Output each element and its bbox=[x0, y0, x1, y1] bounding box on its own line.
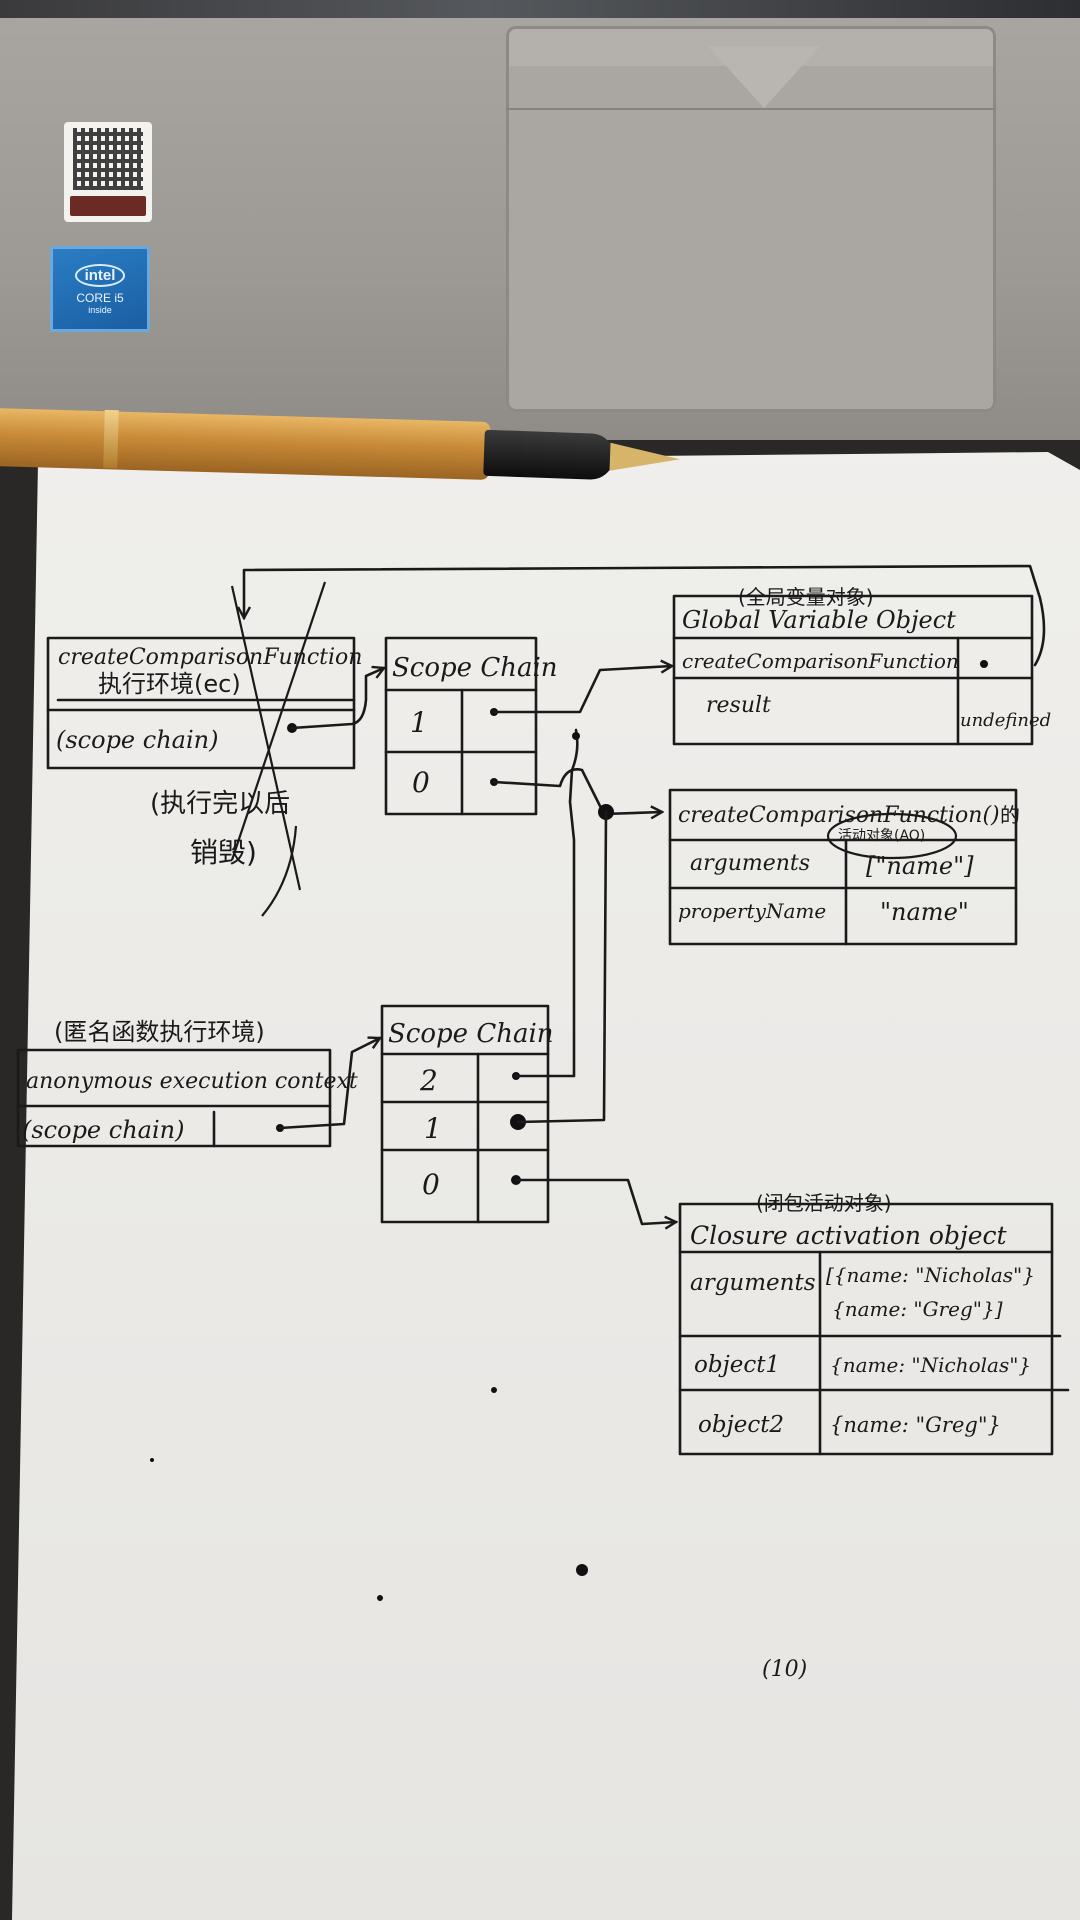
sticker-label bbox=[70, 196, 146, 216]
scope-to-global-arrow bbox=[492, 666, 672, 714]
context-title: createComparisonFunction bbox=[58, 645, 362, 670]
global-title: Global Variable Object bbox=[682, 606, 956, 634]
global-key: createComparisonFunction bbox=[682, 649, 959, 673]
ink-speck bbox=[576, 1564, 588, 1576]
closure-key: object2 bbox=[698, 1412, 784, 1438]
anon-scope-slot: (scope chain) bbox=[22, 1116, 184, 1144]
execution-context-box: createComparisonFunction 执行环境(ec) (scope… bbox=[46, 581, 362, 917]
scope1-to-activation-line bbox=[516, 810, 608, 1124]
activation-title-suffix: 的 bbox=[1000, 803, 1020, 827]
ink-speck bbox=[491, 1387, 497, 1393]
scope-index: 1 bbox=[424, 1112, 442, 1145]
closure-value: [{name: "Nicholas"} bbox=[826, 1263, 1035, 1287]
return-arrow bbox=[244, 564, 1046, 667]
destroy-note: 销毁) bbox=[190, 836, 257, 869]
closure-value: {name: "Greg"} bbox=[830, 1413, 1001, 1437]
closure-value: {name: "Nicholas"} bbox=[830, 1353, 1031, 1377]
laptop-surface: intel CORE i5 inside bbox=[0, 0, 1080, 440]
anon-to-scopechain-arrow bbox=[278, 1038, 380, 1130]
scope-to-activation-arrow bbox=[492, 768, 662, 814]
destroy-note: (执行完以后 bbox=[150, 789, 290, 819]
activation-key: arguments bbox=[690, 851, 810, 876]
closure-value: {name: "Greg"}] bbox=[832, 1297, 1003, 1321]
global-variable-object: (全局变量对象) Global Variable Object createCo… bbox=[672, 585, 1051, 746]
strike-line bbox=[230, 585, 302, 891]
anonymous-context-box: (匿名函数执行环境) anonymous execution context (… bbox=[16, 1018, 358, 1148]
global-key: result bbox=[706, 693, 771, 718]
scope-chain-header: Scope Chain bbox=[392, 653, 558, 683]
note-bracket bbox=[261, 825, 298, 917]
context-scope-slot: (scope chain) bbox=[56, 726, 218, 754]
scope-index: 0 bbox=[412, 766, 430, 799]
context-title-cn: 执行环境(ec) bbox=[98, 670, 241, 698]
closure-key: arguments bbox=[690, 1270, 816, 1296]
qr-code-icon bbox=[73, 128, 143, 190]
qr-code-sticker bbox=[64, 122, 152, 222]
activation-object: createComparisonFunction() 的 活动对象(AO) ar… bbox=[668, 788, 1020, 946]
global-value: undefined bbox=[960, 710, 1051, 731]
context-to-scopechain-arrow bbox=[290, 668, 384, 730]
scope-chain-header: Scope Chain bbox=[388, 1019, 554, 1049]
activation-subtitle: 活动对象(AO) bbox=[838, 828, 925, 844]
scope-index: 0 bbox=[422, 1168, 440, 1201]
touchpad-notch bbox=[708, 46, 820, 108]
scope-index: 2 bbox=[419, 1064, 438, 1097]
scope0-to-closure-arrow bbox=[514, 1178, 676, 1224]
ink-speck bbox=[377, 1595, 383, 1601]
strike-line bbox=[230, 581, 327, 861]
ink-speck bbox=[150, 1458, 154, 1462]
keyboard-edge bbox=[0, 0, 1080, 18]
intel-logo-icon: intel CORE i5 inside bbox=[50, 246, 150, 332]
closure-title: Closure activation object bbox=[690, 1221, 1008, 1250]
anon-title: anonymous execution context bbox=[26, 1069, 358, 1094]
scope-index: 1 bbox=[410, 706, 428, 739]
touchpad-divider bbox=[506, 108, 996, 110]
ao-circle bbox=[826, 812, 958, 860]
closure-key: object1 bbox=[694, 1352, 780, 1378]
activation-key: propertyName bbox=[678, 899, 826, 923]
activation-value: ["name"] bbox=[866, 852, 974, 880]
scope-chain-bottom: Scope Chain 2 1 0 bbox=[380, 1004, 554, 1224]
activation-value: "name" bbox=[880, 898, 969, 926]
anon-title-cn: (匿名函数执行环境) bbox=[54, 1018, 265, 1046]
scope-chain-top: Scope Chain 1 0 bbox=[384, 636, 558, 816]
page-number: (10) bbox=[762, 1657, 807, 1682]
closure-activation-object: (闭包活动对象) Closure activation object argum… bbox=[678, 1191, 1070, 1456]
